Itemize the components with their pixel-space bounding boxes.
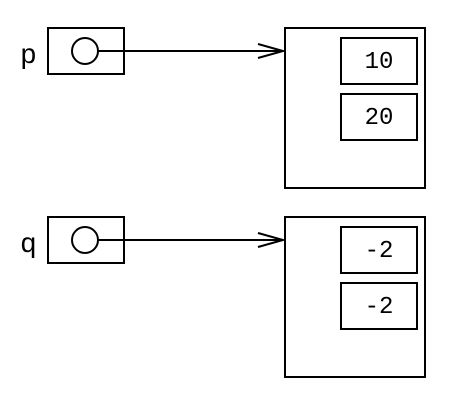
value-cell-p-2 [340,93,418,141]
value-cell-q-1 [340,226,418,274]
value-text-q-2: -2 [365,294,394,321]
pointer-arrowhead-q [257,232,287,248]
pointer-circle-p [71,37,99,65]
pointer-circle-q [71,226,99,254]
value-text-q-1: -2 [365,238,394,265]
pointer-group-q: q -2 -2 [20,216,426,378]
pointer-label-q: q [20,230,37,261]
pointer-arrowhead-p [257,43,287,59]
pointer-label-p: p [20,41,37,72]
value-text-p-1: 10 [365,49,394,76]
value-text-p-2: 20 [365,105,394,132]
value-cell-q-2 [340,282,418,330]
value-cell-p-1 [340,37,418,85]
pointer-group-p: p 10 20 [20,27,426,189]
